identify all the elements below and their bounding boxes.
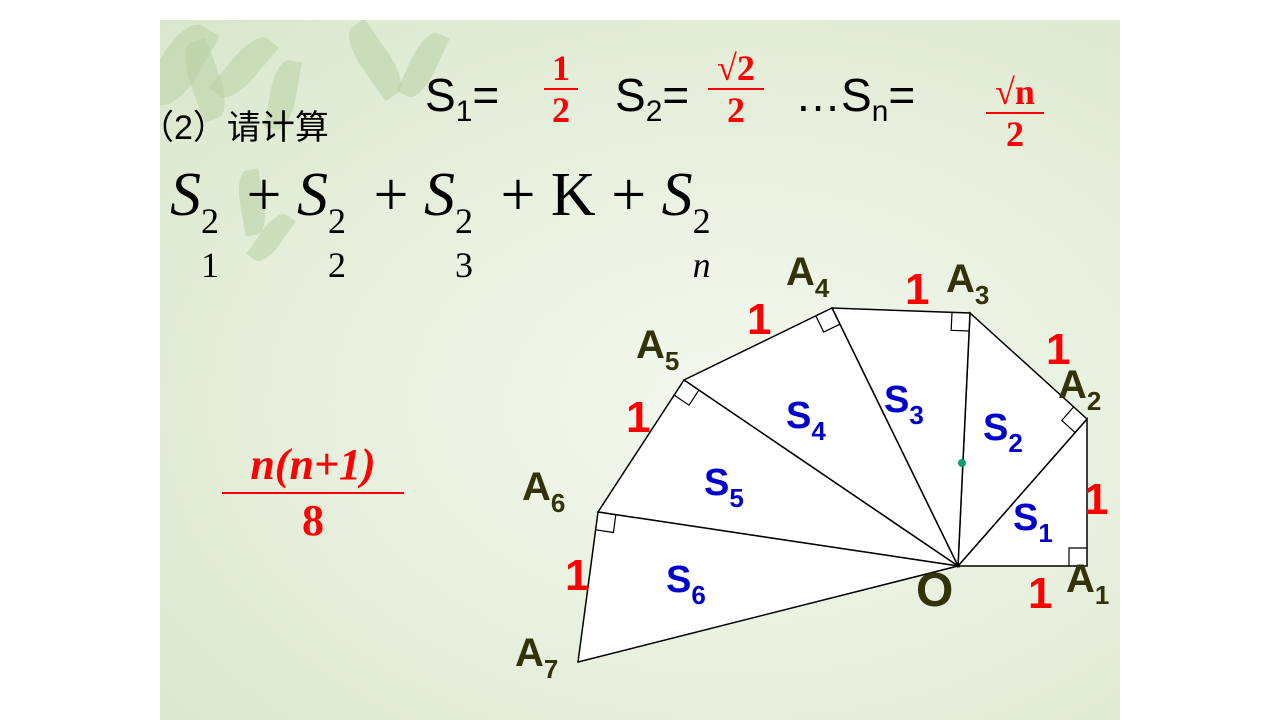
sn-numerator: √n bbox=[995, 72, 1035, 112]
s1-denominator: 2 bbox=[544, 88, 578, 130]
s1-subscript: 1 bbox=[455, 95, 473, 129]
sn-denominator: 2 bbox=[986, 112, 1044, 154]
sn-fraction: √n 2 bbox=[986, 72, 1044, 154]
center-dot bbox=[958, 459, 966, 467]
triangle-6 bbox=[577, 511, 959, 663]
vertex-a2: A2 bbox=[1058, 363, 1101, 416]
sn-equals: = bbox=[888, 69, 916, 121]
unit-label-a4a5: 1 bbox=[747, 295, 771, 344]
s1-numerator: 1 bbox=[552, 48, 570, 88]
vertex-a6: A6 bbox=[522, 465, 565, 518]
question-label: （2）请计算 bbox=[140, 109, 329, 147]
sum-term-1-index: 1 bbox=[201, 245, 219, 285]
sum-term-n-index: n bbox=[692, 245, 711, 285]
unit-label-a2a3: 1 bbox=[1046, 325, 1070, 374]
plus-4: + bbox=[611, 161, 647, 229]
sum-term-1: S bbox=[170, 161, 201, 229]
region-s1: S1 bbox=[1013, 497, 1053, 548]
region-s6: S6 bbox=[666, 559, 706, 610]
right-angle-mark-4 bbox=[815, 315, 841, 333]
s2-equals: = bbox=[662, 69, 690, 121]
plus-3: + bbox=[500, 161, 536, 229]
sum-term-n-exponent: 2 bbox=[692, 201, 711, 241]
unit-label-a1a2: 1 bbox=[1084, 475, 1108, 524]
vertex-a1: A1 bbox=[1066, 557, 1109, 610]
sum-term-3-index: 3 bbox=[454, 245, 473, 285]
unit-label-a5a6: 1 bbox=[626, 393, 650, 442]
vertex-a4: A4 bbox=[786, 250, 830, 303]
plus-2: + bbox=[373, 161, 409, 229]
sn-equation: …Sn= bbox=[795, 68, 915, 129]
right-angle-mark-1 bbox=[1068, 547, 1087, 566]
triangles bbox=[577, 306, 1089, 663]
origin-label: O bbox=[916, 564, 953, 617]
s2-numerator: √2 bbox=[717, 48, 755, 88]
vertex-a5: A5 bbox=[636, 323, 679, 376]
sn-subscript: n bbox=[871, 95, 889, 129]
vertex-a3: A3 bbox=[946, 257, 989, 310]
s1-equals: = bbox=[472, 69, 500, 121]
sum-term-n: S bbox=[661, 161, 693, 229]
ellipsis: … bbox=[795, 69, 841, 121]
answer-denominator: 8 bbox=[222, 492, 404, 548]
unit-label-oa1: 1 bbox=[1028, 569, 1052, 618]
sum-term-1-exponent: 2 bbox=[201, 201, 219, 241]
sum-term-3-exponent: 2 bbox=[454, 201, 473, 241]
right-angle-mark-6 bbox=[595, 514, 617, 534]
s2-equation: S2= bbox=[615, 68, 689, 129]
sum-term-2-index: 2 bbox=[327, 245, 346, 285]
region-s3: S3 bbox=[884, 379, 924, 430]
s1-equation: S1= bbox=[425, 68, 499, 129]
sum-term-2-exponent: 2 bbox=[327, 201, 346, 241]
vertex-a7: A7 bbox=[515, 631, 558, 684]
region-s4: S4 bbox=[786, 395, 826, 446]
ellipsis-k: K bbox=[550, 161, 596, 229]
answer-numerator: n(n+1) bbox=[250, 440, 376, 489]
unit-label-a6a7: 1 bbox=[565, 551, 589, 600]
sum-term-2: S bbox=[296, 161, 328, 229]
plus-1: + bbox=[246, 161, 282, 229]
region-s2: S2 bbox=[983, 407, 1023, 458]
s1-fraction: 1 2 bbox=[544, 48, 578, 130]
unit-label-a3a4: 1 bbox=[905, 265, 929, 314]
s2-denominator: 2 bbox=[708, 88, 764, 130]
s1-symbol: S bbox=[425, 69, 456, 121]
right-angle-mark-2 bbox=[1060, 406, 1076, 433]
s2-subscript: 2 bbox=[645, 95, 663, 129]
s2-symbol: S bbox=[615, 69, 646, 121]
right-angle-marks bbox=[595, 312, 1087, 566]
right-angle-mark-5 bbox=[673, 389, 700, 407]
sn-symbol: S bbox=[841, 69, 872, 121]
s2-fraction: √2 2 bbox=[708, 48, 764, 130]
answer-fraction: n(n+1) 8 bbox=[222, 438, 404, 548]
right-angle-mark-3 bbox=[950, 312, 970, 332]
region-s5: S5 bbox=[704, 462, 744, 513]
sum-term-3: S bbox=[423, 161, 455, 229]
